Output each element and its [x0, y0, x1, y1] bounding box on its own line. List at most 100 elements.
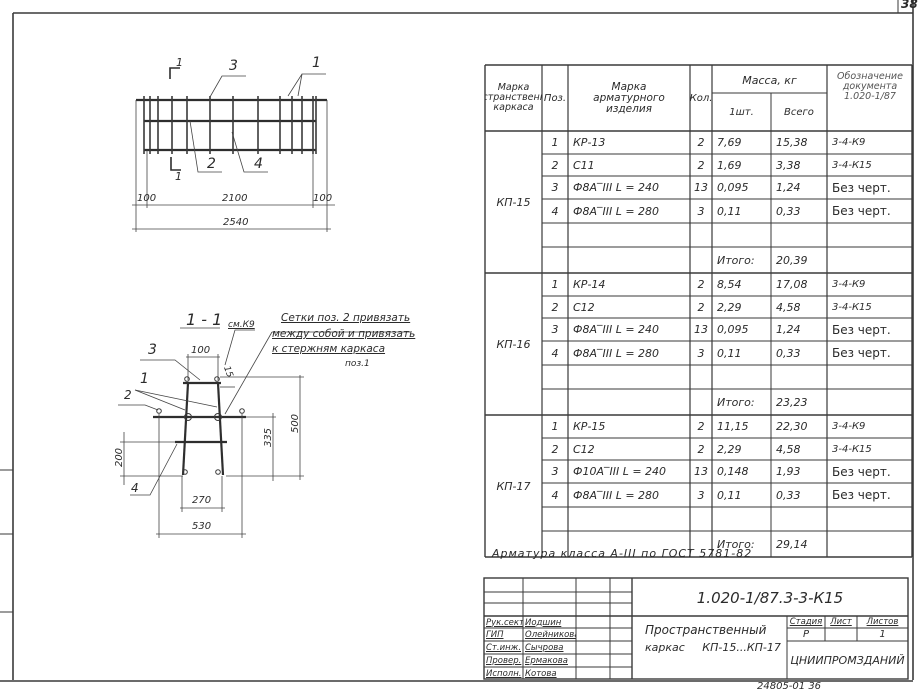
- staff-name: Олейникова: [525, 629, 576, 640]
- callout-2: 2: [207, 156, 216, 172]
- row-document: 3-4-К9: [832, 137, 866, 148]
- row-item: Ф10А‾III L = 240: [573, 465, 667, 478]
- section-note-line-3: к стержням каркаса: [272, 343, 386, 355]
- spec-table-grid: [484, 64, 913, 558]
- sheets-header: Листов: [866, 617, 899, 627]
- row-item: КР-15: [573, 420, 606, 433]
- row-qty: 3: [697, 346, 705, 360]
- header-mass-total: Всего: [784, 106, 814, 118]
- section-view: [118, 327, 410, 538]
- row-total-mass: 1,24: [776, 181, 801, 194]
- section-ref-label: см.К9: [228, 320, 255, 330]
- frame-mark: КП-16: [496, 337, 531, 351]
- row-unit-mass: 0,11: [717, 488, 742, 502]
- sheets-value: 1: [879, 629, 886, 640]
- reinforcement-note: Арматура класса А-III по ГОСТ 5781-82: [492, 547, 753, 560]
- row-total-mass: 4,58: [776, 442, 801, 456]
- dim-height-low: 200: [114, 447, 126, 468]
- title-line-2: каркас КП-15...КП-17: [645, 640, 781, 654]
- dim-base-outer: 530: [192, 521, 212, 532]
- section-note-line-1: Сетки поз. 2 привязать: [281, 312, 411, 324]
- row-qty: 2: [697, 442, 705, 456]
- row-pos: 1: [551, 136, 559, 149]
- row-document: 3-4-К15: [832, 159, 872, 171]
- row-qty: 2: [697, 136, 705, 149]
- header-qty: Кол.: [690, 92, 712, 104]
- document-code: 1.020-1/87.3-3-К15: [696, 589, 844, 607]
- callout-1: 1: [312, 55, 321, 71]
- row-unit-mass: 1,69: [717, 158, 742, 172]
- dim-left-end: 100: [137, 193, 157, 204]
- row-unit-mass: 0,11: [717, 204, 742, 218]
- row-total-mass: 1,24: [776, 323, 801, 336]
- row-pos: 2: [551, 300, 559, 314]
- row-pos: 4: [551, 346, 559, 360]
- row-pos: 2: [551, 442, 559, 456]
- sheet-value: [825, 628, 857, 641]
- row-unit-mass: 0,148: [717, 465, 749, 478]
- header-mass-unit: 1шт.: [729, 106, 754, 118]
- row-qty: 3: [697, 204, 705, 218]
- row-qty: 2: [697, 278, 705, 291]
- section-mark-bottom: 1: [175, 170, 182, 183]
- group-total-label: Итого:: [717, 253, 755, 267]
- row-item: КР-14: [573, 278, 606, 291]
- organization-name: ЦНИИПРОМЗДАНИЙ: [790, 653, 905, 667]
- row-item: С11: [573, 158, 595, 172]
- row-document: Без черт.: [832, 346, 891, 360]
- row-document: 3-4-К15: [832, 443, 872, 455]
- header-pos: Поз.: [543, 92, 567, 104]
- staff-role: Исполн.: [486, 668, 522, 679]
- dim-total: 2540: [223, 217, 249, 228]
- row-document: 3-4-К9: [832, 279, 866, 290]
- row-qty: 13: [694, 323, 708, 336]
- section-callout-1: 1: [140, 371, 149, 387]
- section-callout-3: 3: [148, 342, 157, 358]
- row-item: С12: [573, 442, 595, 456]
- row-document: Без черт.: [832, 488, 891, 502]
- section-callout-2: 2: [124, 388, 132, 402]
- row-qty: 2: [697, 158, 705, 172]
- sheet-header: Лист: [830, 617, 852, 627]
- row-qty: 3: [697, 488, 705, 502]
- stage-value: Р: [802, 629, 810, 640]
- row-total-mass: 3,38: [776, 158, 801, 172]
- row-total-mass: 22,30: [776, 420, 808, 433]
- elevation-view: [132, 67, 335, 232]
- row-unit-mass: 8,54: [717, 278, 742, 291]
- section-callout-4: 4: [131, 481, 139, 495]
- row-document: 3-4-К15: [832, 301, 872, 313]
- row-item: Ф8А‾III L = 240: [573, 181, 660, 194]
- header-doc: Обозначение документа 1.020-1/87: [837, 71, 903, 102]
- frame-mark: КП-17: [496, 479, 531, 493]
- row-total-mass: 4,58: [776, 300, 801, 314]
- row-unit-mass: 0,11: [717, 346, 742, 360]
- group-total-label: Итого:: [717, 395, 755, 409]
- group-total-label: Итого:: [717, 537, 755, 551]
- row-pos: 4: [551, 204, 559, 218]
- row-pos: 3: [551, 181, 559, 194]
- staff-name: Сычрова: [525, 642, 564, 653]
- row-document: 3-4-К9: [832, 421, 866, 432]
- row-unit-mass: 0,095: [717, 323, 749, 336]
- section-mark-top: 1: [176, 56, 183, 69]
- row-document: Без черт.: [832, 180, 891, 195]
- row-qty: 2: [697, 420, 705, 433]
- row-item: Ф8А‾III L = 280: [573, 488, 660, 502]
- staff-role: ГИП: [486, 629, 504, 640]
- row-total-mass: 0,33: [776, 346, 801, 360]
- row-unit-mass: 11,15: [717, 420, 749, 433]
- row-document: Без черт.: [832, 322, 891, 337]
- row-unit-mass: 2,29: [717, 300, 742, 314]
- title-block-grid: [483, 577, 909, 680]
- group-total-value: 20,39: [776, 253, 808, 267]
- row-item: КР-13: [573, 136, 606, 149]
- row-qty: 13: [694, 465, 708, 478]
- title-line-1: Пространственный: [645, 623, 767, 637]
- row-item: Ф8А‾III L = 280: [573, 204, 660, 218]
- header-item-mark: Марка арматурного изделия: [593, 80, 665, 115]
- staff-name: Иодшин: [525, 617, 562, 628]
- staff-role: Ст.инж.: [486, 642, 522, 653]
- row-pos: 3: [551, 465, 559, 478]
